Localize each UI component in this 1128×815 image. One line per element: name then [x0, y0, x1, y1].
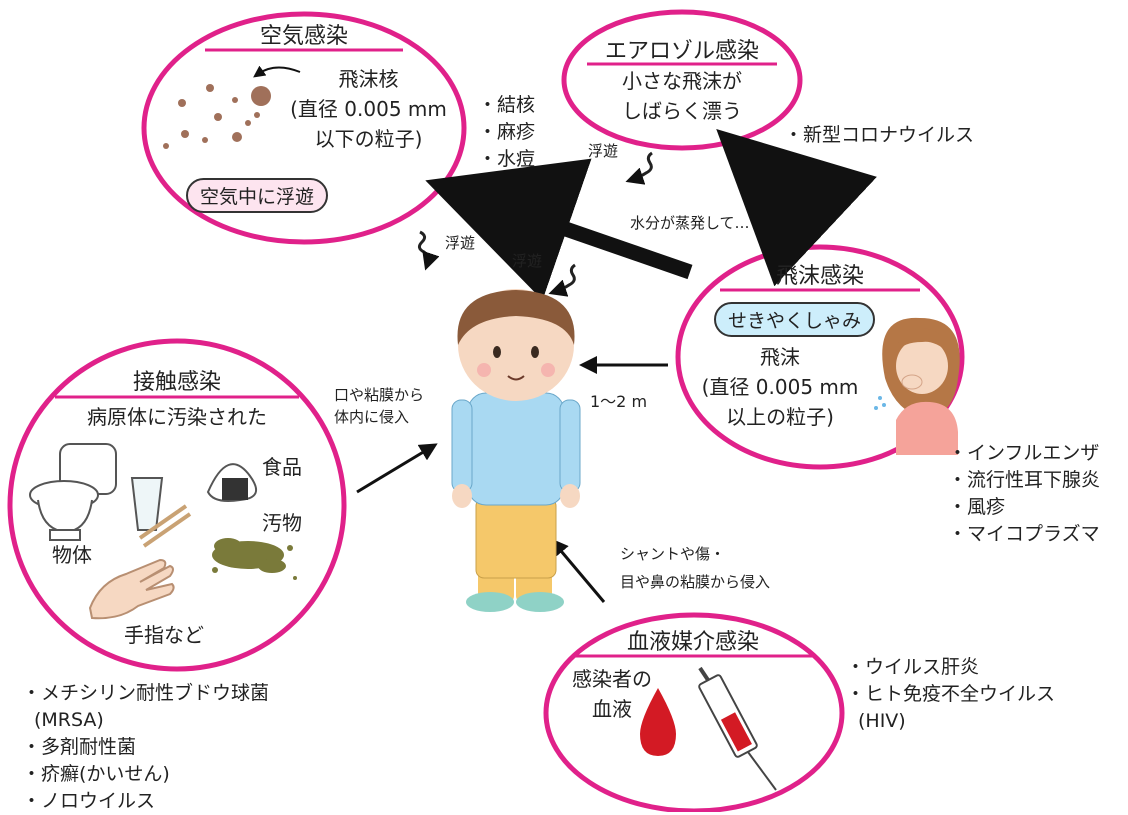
airborne-disease-item: ・水痘	[478, 148, 536, 170]
arrow-blood-to-person	[550, 538, 606, 603]
syringe-icon	[698, 666, 777, 791]
contact-disease-item: (MRSA)	[34, 709, 104, 731]
aerosol-ellipse	[561, 9, 803, 151]
distance-label: 1〜2 m	[590, 392, 648, 411]
contact-label-filth: 汚物	[262, 511, 302, 535]
blood-label: 感染者の 血液	[562, 664, 662, 724]
contact-title: 接触感染	[132, 370, 221, 395]
blood-title: 血液媒介感染	[626, 630, 759, 655]
aerosol-disease-item: ・新型コロナウイルス	[784, 124, 975, 146]
contact-disease-item: ・多剤耐性菌	[22, 736, 137, 758]
airborne-particle-label: 飛沫核 (直径 0.005 mm 以下の粒子)	[276, 64, 461, 154]
toilet-illustration	[29, 443, 117, 541]
airborne-curved-arrow	[253, 65, 301, 78]
airborne-particle-line-3: 以下の粒子)	[314, 127, 423, 151]
droplet-title: 飛沫感染	[775, 264, 864, 289]
float-squiggle-2	[548, 263, 576, 297]
aerosol-title: エアロゾル感染	[604, 39, 759, 64]
contact-label-food: 食品	[262, 455, 302, 479]
arrow-droplet-to-airborne	[425, 158, 693, 301]
aerosol-text: 小さな飛沫が しばらく漂う	[592, 66, 772, 126]
aerosol-text-line-2: しばらく漂う	[622, 99, 742, 123]
person-illustration	[451, 289, 581, 612]
contact-label-fingers: 手指など	[124, 623, 204, 647]
airborne-particles	[163, 84, 271, 149]
droplet-particle-label: 飛沫 (直径 0.005 mm 以上の粒子)	[690, 342, 870, 432]
mucosa-label: 口や粘膜から 体内に侵入	[334, 384, 424, 428]
blood-label-line-1: 感染者の	[572, 667, 652, 691]
filth-illustration	[212, 538, 297, 580]
droplet-disease-item: ・インフルエンザ	[948, 442, 1100, 464]
blood-drop-icon	[640, 688, 676, 756]
coughing-woman-illustration	[874, 317, 960, 455]
contact-disease-list: ・メチシリン耐性ブドウ球菌 (MRSA) ・多剤耐性菌 ・疥癬(かいせん) ・ノ…	[22, 680, 269, 815]
droplet-disease-item: ・流行性耳下腺炎	[948, 469, 1101, 491]
float-label-right: 浮遊	[512, 252, 543, 270]
airborne-particle-line-2: (直径 0.005 mm	[290, 97, 447, 121]
mucosa-line-2: 体内に侵入	[334, 408, 410, 426]
blood-disease-item: ・ヒト免疫不全ウイルス	[846, 683, 1056, 705]
contact-subtitle: 病原体に汚染された	[87, 405, 267, 429]
droplet-particle-line-3: 以上の粒子)	[726, 405, 834, 429]
float-label-left: 浮遊	[445, 234, 476, 252]
blood-ellipse	[543, 612, 845, 812]
blood-disease-item: ・ウイルス肝炎	[846, 656, 980, 678]
mucosa-line-1: 口や粘膜から	[334, 386, 425, 404]
aerosol-text-line-1: 小さな飛沫が	[622, 69, 742, 93]
blood-disease-list: ・ウイルス肝炎 ・ヒト免疫不全ウイルス (HIV)	[846, 654, 1055, 735]
contact-disease-item: ・疥癬(かいせん)	[22, 763, 170, 785]
airborne-disease-item: ・麻疹	[478, 121, 536, 143]
droplet-disease-list: ・インフルエンザ ・流行性耳下腺炎 ・風疹 ・マイコプラズマ	[948, 440, 1100, 548]
arrow-droplet-to-aerosol	[716, 128, 877, 287]
airborne-particle-line-1: 飛沫核	[338, 67, 399, 91]
airborne-bubble: 空気中に浮遊	[186, 178, 329, 213]
blood-entry-line-2: 目や鼻の粘膜から侵入	[620, 573, 771, 591]
hand-illustration	[88, 558, 175, 620]
contact-disease-item: ・ノロウイルス	[22, 790, 156, 812]
float-squiggle-1	[417, 230, 440, 271]
airborne-title: 空気感染	[259, 24, 348, 49]
droplet-disease-item: ・風疹	[948, 496, 1006, 518]
airborne-disease-item: ・結核	[478, 94, 536, 116]
blood-disease-item: (HIV)	[858, 710, 906, 732]
contact-ellipse	[7, 338, 347, 672]
float-squiggle-3	[625, 151, 653, 185]
contact-label-object: 物体	[52, 543, 92, 567]
airborne-disease-list: ・結核 ・麻疹 ・水痘	[478, 92, 535, 173]
float-label-aerosol: 浮遊	[588, 142, 619, 160]
blood-label-line-2: 血液	[592, 697, 632, 721]
contact-disease-item: ・メチシリン耐性ブドウ球菌	[22, 682, 270, 704]
arrow-contact-to-person	[356, 443, 438, 494]
droplet-disease-item: ・マイコプラズマ	[948, 523, 1100, 545]
blood-entry-line-1: シャントや傷・	[620, 545, 726, 563]
evaporate-label: 水分が蒸発して…	[630, 214, 750, 232]
droplet-particle-line-1: 飛沫	[760, 345, 800, 369]
onigiri-illustration	[206, 463, 258, 502]
glass-chopsticks-illustration	[130, 477, 192, 548]
droplet-bubble: せきやくしゃみ	[714, 302, 876, 337]
blood-entry-label: シャントや傷・ 目や鼻の粘膜から侵入	[620, 540, 770, 596]
droplet-particle-line-2: (直径 0.005 mm	[701, 375, 859, 399]
